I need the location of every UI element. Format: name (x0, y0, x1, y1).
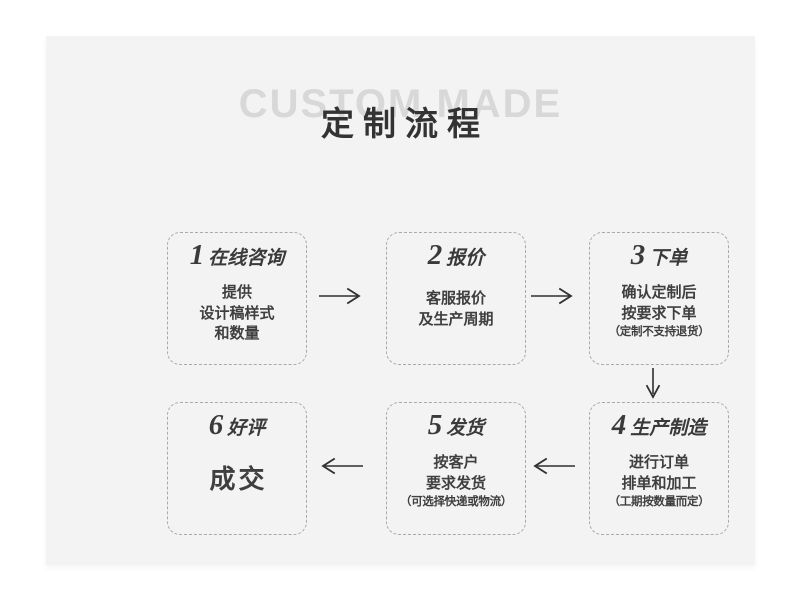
flow-step-1-body: 提供 设计稿样式 和数量 (199, 283, 274, 345)
flow-step-5-number: 5 (427, 409, 443, 441)
arrow-step5-to-step6-icon (317, 456, 365, 476)
flow-step-4-line-1: 进行订单 (628, 455, 689, 471)
flow-step-2-body: 客服报价 及生产周期 (418, 289, 493, 330)
flow-step-1-line-2: 设计稿样式 (199, 305, 275, 322)
content-panel: CUSTOM MADE 定制流程 1 在线咨询 提供 设计稿样式 和数量 2 报… (46, 36, 755, 565)
watermark-text: CUSTOM MADE (238, 82, 563, 126)
flow-step-5-body: 按客户 要求发货 （可选择快递或物流） (400, 453, 512, 511)
flow-step-1-number: 1 (189, 239, 205, 271)
flow-step-3-header: 3 下单 (631, 241, 688, 270)
flow-step-5-title: 发货 (446, 418, 485, 439)
flow-step-2-number: 2 (427, 239, 443, 271)
flow-step-3-number: 3 (630, 239, 646, 271)
flow-step-5-line-1: 按客户 (433, 455, 479, 471)
flow-step-4-title: 生产制造 (630, 418, 707, 439)
page-title: 定制流程 (321, 107, 489, 143)
flow-step-1[interactable]: 1 在线咨询 提供 设计稿样式 和数量 (167, 232, 307, 365)
flow-step-6-header: 6 好评 (209, 411, 266, 440)
flow-step-4-body: 进行订单 排单和加工 （工期按数量而定） (609, 453, 710, 511)
flow-step-6[interactable]: 6 好评 成交 (167, 402, 307, 535)
flow-step-5-line-2: 要求发货 (425, 475, 486, 492)
flow-step-3-line-2: 按要求下单 (621, 305, 697, 322)
flow-step-4-note: （工期按数量而定） (608, 496, 710, 509)
flow-step-3[interactable]: 3 下单 确认定制后 按要求下单 （定制不支持退货） (589, 232, 729, 365)
title-block: CUSTOM MADE 定制流程 (46, 84, 755, 194)
flow-step-6-title: 好评 (227, 418, 266, 439)
flow-step-1-line-3: 和数量 (214, 326, 260, 343)
flow-step-4-number: 4 (611, 409, 627, 441)
flow-step-3-line-1: 确认定制后 (621, 285, 697, 301)
flow-step-3-note: （定制不支持退货） (608, 326, 710, 339)
flow-step-2-line-1: 客服报价 (425, 291, 486, 307)
flow-step-2-line-2: 及生产周期 (418, 311, 494, 328)
flow-step-6-number: 6 (208, 409, 224, 441)
flow-step-2-header: 2 报价 (428, 241, 485, 270)
flow-step-6-body: 成交 (206, 464, 267, 495)
flow-step-1-header: 1 在线咨询 (190, 241, 285, 270)
flow-step-4-header: 4 生产制造 (612, 411, 707, 440)
flow-step-3-body: 确认定制后 按要求下单 （定制不支持退货） (609, 283, 710, 341)
arrow-step2-to-step3-icon (529, 286, 577, 306)
flow-step-3-title: 下单 (649, 248, 688, 269)
arrow-step1-to-step2-icon (317, 286, 365, 306)
flow-step-1-line-1: 提供 (221, 285, 252, 301)
flow-step-2[interactable]: 2 报价 客服报价 及生产周期 (386, 232, 526, 365)
flow-step-4[interactable]: 4 生产制造 进行订单 排单和加工 （工期按数量而定） (589, 402, 729, 535)
flow-step-5-header: 5 发货 (428, 411, 485, 440)
flow-step-5-note: （可选择快递或物流） (400, 496, 512, 509)
arrow-step4-to-step5-icon (529, 456, 577, 476)
flow-step-6-line-1: 成交 (209, 465, 268, 494)
flow-step-2-title: 报价 (446, 248, 485, 269)
flow-step-4-line-2: 排单和加工 (621, 475, 697, 492)
arrow-step3-to-step4-icon (643, 366, 663, 400)
flow-step-1-title: 在线咨询 (208, 248, 285, 269)
flow-step-5[interactable]: 5 发货 按客户 要求发货 （可选择快递或物流） (386, 402, 526, 535)
